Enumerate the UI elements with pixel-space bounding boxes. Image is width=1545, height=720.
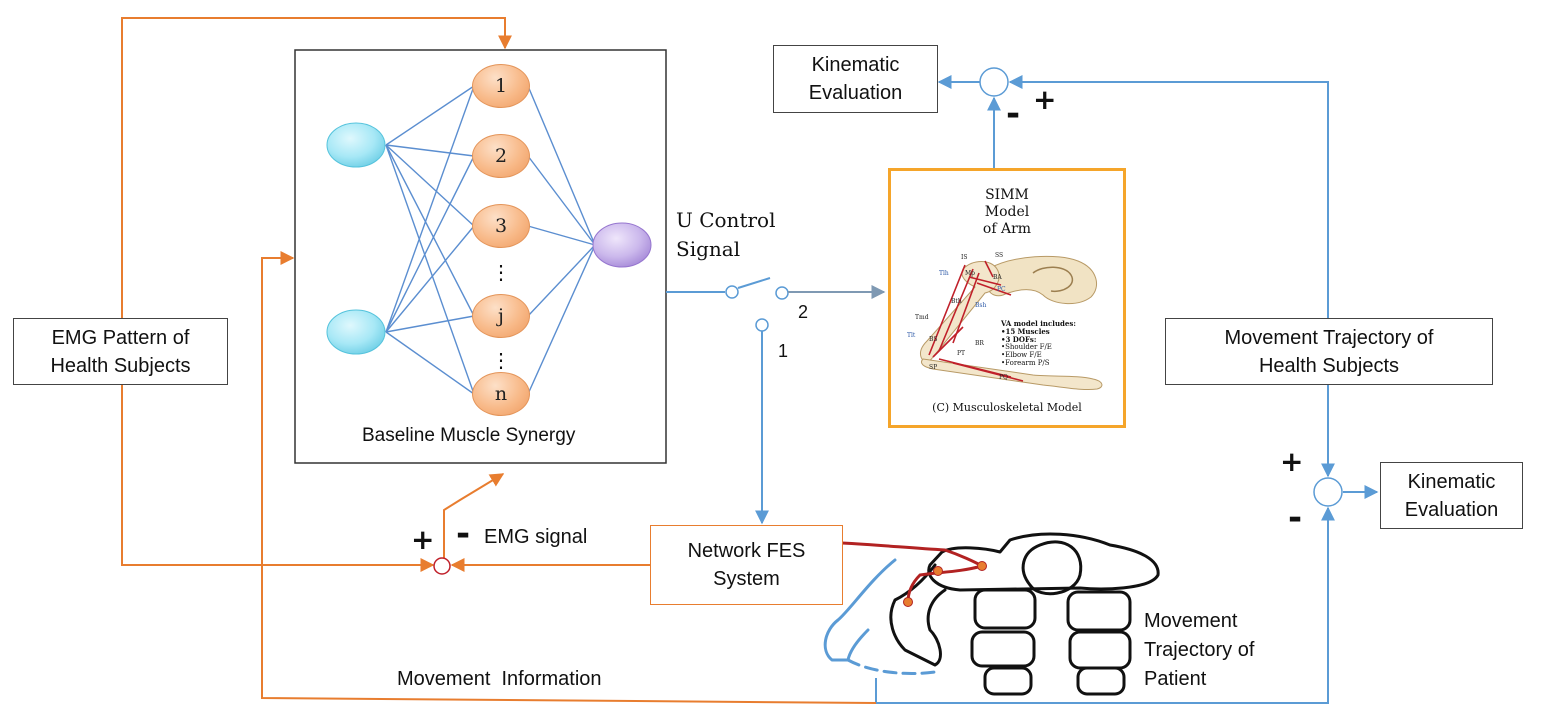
sum-junction-top	[979, 67, 1009, 97]
simm-caption: (C) Musculoskeletal Model	[932, 401, 1082, 414]
hidden-node-2: 2	[472, 134, 530, 178]
va-item-5: •Forearm P/S	[1001, 359, 1050, 367]
hidden-node-n: n	[472, 372, 530, 416]
movement-information-label: Movement Information	[397, 668, 602, 690]
right-plus-sign: +	[1280, 445, 1304, 478]
patient-figure	[823, 532, 1160, 696]
fes-line2: System	[713, 568, 780, 590]
svg-text:Bth: Bth	[951, 298, 962, 305]
switch-position-1: 1	[778, 341, 789, 361]
svg-text:IS: IS	[961, 254, 967, 261]
top-plus-sign: +	[1033, 83, 1057, 116]
input-node-1	[326, 122, 386, 168]
svg-text:Tlh: Tlh	[939, 270, 949, 277]
blue-lines	[875, 75, 1379, 704]
emg-junction	[433, 557, 451, 575]
emg-signal-label: EMG signal	[484, 526, 588, 548]
kinematic-right-line1: Kinematic	[1407, 470, 1496, 493]
svg-text:PQ: PQ	[999, 374, 1008, 381]
switch-position-2: 2	[798, 302, 809, 322]
simm-title-3: of Arm	[982, 221, 1032, 237]
svg-text:Tmd: Tmd	[915, 314, 929, 321]
svg-text:PT: PT	[957, 350, 965, 357]
hidden-node-3: 3	[472, 204, 530, 248]
kinematic-top-line2: Evaluation	[808, 82, 903, 104]
patient-trajectory-line2: Trajectory of	[1144, 639, 1255, 661]
output-node	[592, 222, 652, 268]
va-item-1: •15 Muscles	[1001, 327, 1050, 336]
emg-pattern-line1: EMG Pattern of	[51, 326, 190, 349]
input-node-2	[326, 309, 386, 355]
va-item-2: •3 DOFs:	[1001, 335, 1037, 344]
patient-trajectory-line1: Movement	[1144, 610, 1238, 632]
control-signal-label-1: U Control	[676, 208, 776, 232]
ellipsis-1: ⋮	[491, 260, 511, 284]
va-title: VA model includes:	[1001, 319, 1076, 328]
emg-pattern-line2: Health Subjects	[50, 354, 191, 377]
control-signal-label-2: Signal	[676, 237, 741, 261]
svg-text:BR: BR	[975, 340, 984, 347]
kinematic-evaluation-top: Kinematic Evaluation	[773, 45, 938, 113]
movement-healthy-line1: Movement Trajectory of	[1224, 326, 1434, 349]
svg-text:BS: BS	[929, 336, 938, 343]
arm-skeleton-illustration: IS SS Tlh Mp BA PC Bth Bsh Tmd Tlt BS PT…	[907, 252, 1103, 390]
simm-title-1: SIMM	[985, 187, 1029, 203]
fes-system-box: Network FES System	[650, 525, 843, 605]
right-minus-sign: -	[1288, 498, 1303, 538]
va-item-3: •Shoulder F/E	[1001, 343, 1052, 351]
svg-text:BA: BA	[993, 274, 1002, 281]
simm-title-2: Model	[984, 204, 1030, 220]
network-edges	[385, 85, 596, 395]
hidden-node-1: 1	[472, 64, 530, 108]
kinematic-evaluation-right: Kinematic Evaluation	[1380, 462, 1523, 529]
svg-text:SS: SS	[995, 252, 1003, 259]
emg-plus-sign: +	[411, 523, 435, 556]
emg-minus-sign: -	[456, 514, 471, 554]
svg-text:Bsh: Bsh	[975, 302, 986, 309]
control-switch	[666, 277, 886, 525]
svg-text:Mp: Mp	[965, 270, 975, 277]
fes-line1: Network FES	[687, 540, 806, 562]
ellipsis-2: ⋮	[491, 348, 511, 372]
emg-pattern-box: EMG Pattern of Health Subjects	[13, 318, 228, 385]
svg-text:SP: SP	[929, 364, 937, 371]
sum-junction-right	[1313, 477, 1343, 507]
va-item-4: •Elbow F/E	[1001, 351, 1042, 359]
hidden-node-j: j	[472, 294, 530, 338]
movement-healthy-box: Movement Trajectory of Health Subjects	[1165, 318, 1493, 385]
movement-healthy-line2: Health Subjects	[1258, 354, 1400, 377]
kinematic-top-line1: Kinematic	[811, 54, 900, 76]
simm-model-panel: SIMM Model of Arm IS SS Tlh Mp BA PC Bth…	[888, 168, 1126, 428]
synergy-title: Baseline Muscle Synergy	[362, 425, 576, 446]
svg-text:PC: PC	[997, 286, 1006, 293]
orange-lines	[121, 17, 877, 704]
svg-text:Tlt: Tlt	[907, 332, 916, 339]
top-minus-sign: -	[1006, 94, 1021, 134]
kinematic-right-line2: Evaluation	[1404, 498, 1499, 521]
patient-trajectory-line3: Patient	[1144, 668, 1207, 690]
